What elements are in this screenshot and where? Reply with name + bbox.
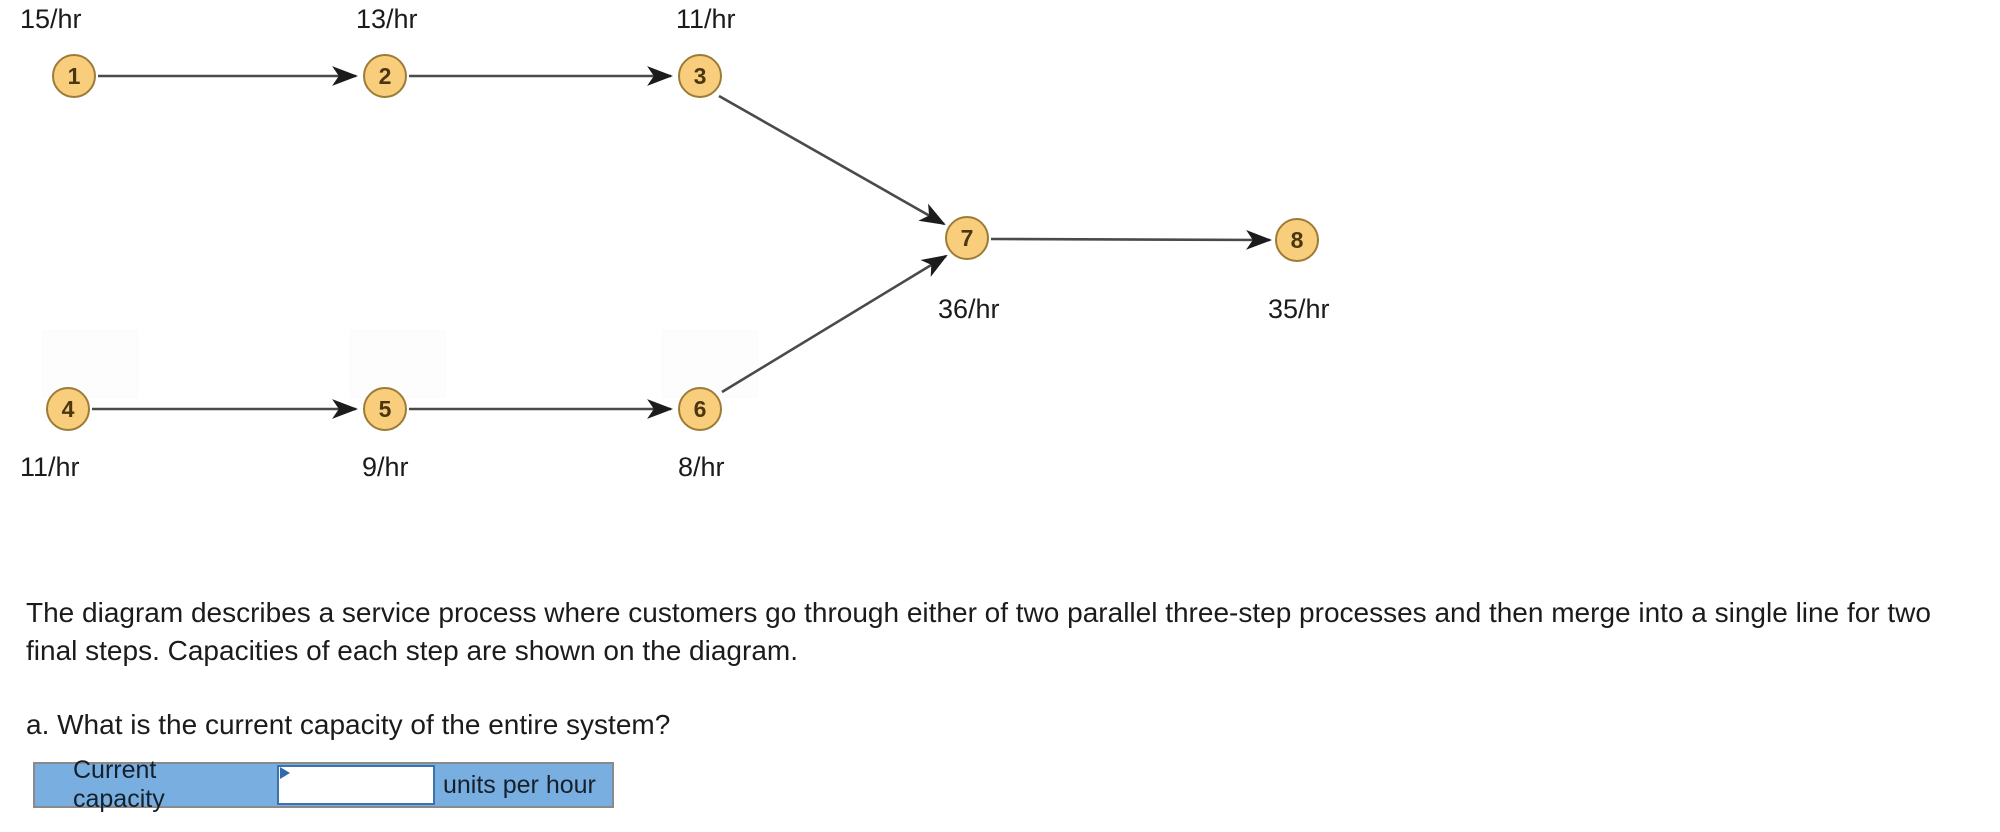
capacity-label-node-7: 36/hr: [938, 294, 1000, 324]
capacity-label-node-3: 11/hr: [676, 4, 736, 34]
node-2[interactable]: 2: [363, 54, 407, 98]
node-6[interactable]: 6: [678, 387, 722, 431]
node-5-label: 5: [378, 395, 392, 422]
capacity-label-node-5: 9/hr: [362, 452, 409, 482]
edge-3-7: [718, 94, 946, 226]
capacity-label-node-8: 35/hr: [1268, 294, 1330, 324]
capacity-label-node-1: 15/hr: [20, 4, 82, 34]
node-8[interactable]: 8: [1275, 218, 1319, 262]
current-capacity-input[interactable]: [277, 765, 435, 805]
capacity-label-node-2: 13/hr: [356, 4, 418, 34]
diagram-edges: [92, 66, 1273, 419]
answer-bar: Current capacity units per hour: [33, 756, 614, 813]
node-2-label: 2: [378, 62, 392, 89]
node-6-label: 6: [693, 395, 707, 422]
edge-6-7: [721, 254, 948, 394]
scan-artifact: [42, 330, 138, 398]
node-5[interactable]: 5: [363, 387, 407, 431]
capacity-label-node-4: 11/hr: [20, 452, 80, 482]
node-4[interactable]: 4: [46, 387, 90, 431]
scan-artifact: [350, 330, 446, 398]
answer-units-label: units per hour: [435, 764, 612, 806]
capacity-label-node-6: 8/hr: [678, 452, 725, 482]
node-1-label: 1: [67, 62, 81, 89]
node-4-label: 4: [61, 395, 75, 422]
problem-description: The diagram describes a service process …: [26, 597, 1931, 666]
answer-input-cell[interactable]: [277, 764, 435, 806]
answer-label: Current capacity: [35, 756, 277, 813]
node-1[interactable]: 1: [52, 54, 96, 98]
edge-7-8: [990, 230, 1273, 250]
node-8-label: 8: [1290, 226, 1304, 253]
node-3[interactable]: 3: [678, 54, 722, 98]
capacity-diagram: 15/hr 1 13/hr 2 11/hr 3 4 11/hr 5 9/hr 6…: [20, 4, 1330, 482]
node-3-label: 3: [693, 62, 707, 89]
question-a-text: a. What is the current capacity of the e…: [26, 709, 671, 740]
node-7[interactable]: 7: [945, 216, 989, 260]
node-7-label: 7: [960, 224, 974, 251]
